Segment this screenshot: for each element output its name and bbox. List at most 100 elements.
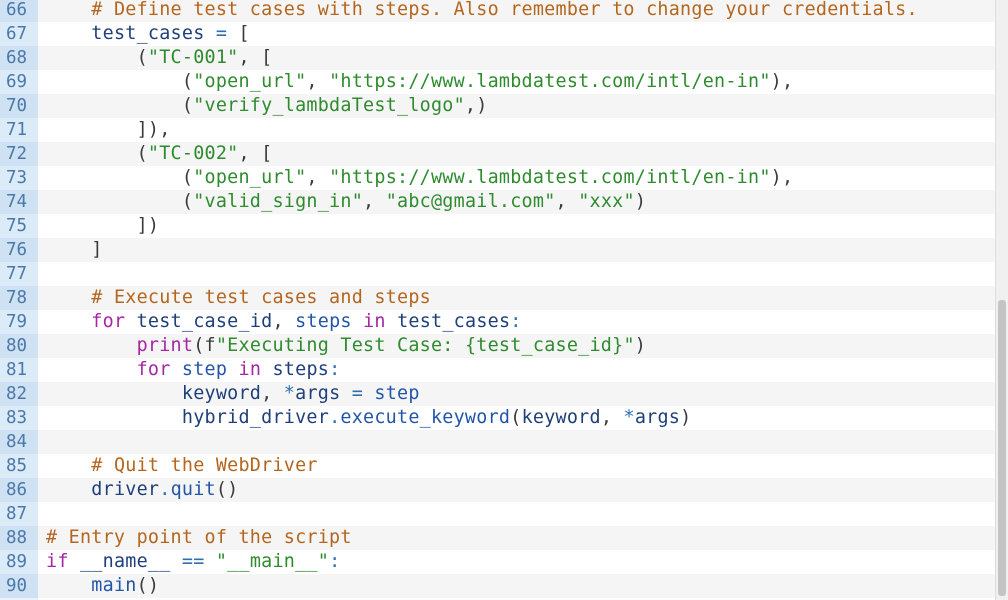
line-code[interactable]: # Execute test cases and steps — [38, 286, 996, 310]
code-line[interactable]: 85 # Quit the WebDriver — [0, 454, 996, 478]
code-token — [261, 359, 272, 380]
code-token — [46, 311, 91, 332]
code-token: "TC-001" — [147, 47, 239, 68]
line-number: 71 — [0, 118, 38, 142]
code-token: ), — [770, 71, 794, 92]
line-code[interactable]: test_cases = [ — [38, 22, 996, 46]
line-code[interactable] — [38, 430, 996, 454]
line-code[interactable]: if __name__ == "__main__": — [38, 550, 996, 574]
code-line[interactable]: 71 ]), — [0, 118, 996, 142]
code-token: f — [204, 335, 216, 356]
code-token: # Entry point of the script — [46, 527, 352, 548]
code-token: test_case_id — [136, 311, 273, 332]
line-code[interactable]: # Quit the WebDriver — [38, 454, 996, 478]
code-line[interactable]: 72 ("TC-002", [ — [0, 142, 996, 166]
line-code[interactable]: main() — [38, 574, 996, 598]
code-token: . — [329, 407, 341, 428]
line-number: 70 — [0, 94, 38, 118]
code-token: . — [159, 479, 171, 500]
code-line[interactable]: 77 — [0, 262, 996, 286]
code-line[interactable]: 75 ]) — [0, 214, 996, 238]
line-number: 76 — [0, 238, 38, 262]
code-token: # Execute test cases and steps — [91, 287, 431, 308]
code-token: "open_url" — [193, 167, 307, 188]
line-code[interactable]: # Entry point of the script — [38, 526, 996, 550]
code-token: ) — [634, 191, 647, 212]
line-code[interactable]: print(f"Executing Test Case: {test_case_… — [38, 334, 996, 358]
code-token: __name__ — [79, 551, 171, 572]
code-token: ]), — [46, 119, 171, 140]
line-number: 72 — [0, 142, 38, 166]
code-line[interactable]: 83 hybrid_driver.execute_keyword(keyword… — [0, 406, 996, 430]
code-token: * — [623, 407, 635, 428]
line-code[interactable]: ("valid_sign_in", "abc@gmail.com", "xxx"… — [38, 190, 996, 214]
code-line[interactable]: 74 ("valid_sign_in", "abc@gmail.com", "x… — [0, 190, 996, 214]
line-code[interactable]: ("verify_lambdaTest_logo",) — [38, 94, 996, 118]
code-token: ) — [634, 335, 647, 356]
code-token: ) — [680, 407, 692, 428]
code-token — [227, 359, 238, 380]
code-token: driver — [91, 479, 160, 500]
code-token: , [ — [238, 47, 273, 68]
line-code[interactable]: ("open_url", "https://www.lambdatest.com… — [38, 166, 996, 190]
line-code[interactable]: ("TC-001", [ — [38, 46, 996, 70]
code-token: , [ — [238, 143, 273, 164]
code-token: () — [136, 575, 160, 596]
code-line[interactable]: 70 ("verify_lambdaTest_logo",) — [0, 94, 996, 118]
line-number: 77 — [0, 262, 38, 286]
line-code[interactable]: # Define test cases with steps. Also rem… — [38, 0, 996, 22]
line-code[interactable]: keyword, *args = step — [38, 382, 996, 406]
line-number: 85 — [0, 454, 38, 478]
code-token — [125, 311, 136, 332]
code-line[interactable]: 88# Entry point of the script — [0, 526, 996, 550]
line-code[interactable]: driver.quit() — [38, 478, 996, 502]
code-line[interactable]: 79 for test_case_id, steps in test_cases… — [0, 310, 996, 334]
code-token: args — [634, 407, 681, 428]
code-token: ,) — [464, 95, 488, 116]
line-code[interactable]: ]) — [38, 214, 996, 238]
code-token: steps — [295, 311, 352, 332]
line-number: 83 — [0, 406, 38, 430]
code-line[interactable]: 78 # Execute test cases and steps — [0, 286, 996, 310]
code-line[interactable]: 66 # Define test cases with steps. Also … — [0, 0, 996, 22]
code-line[interactable]: 86 driver.quit() — [0, 478, 996, 502]
line-code[interactable]: hybrid_driver.execute_keyword(keyword, *… — [38, 406, 996, 430]
code-token: args — [295, 383, 341, 404]
code-token — [46, 575, 91, 596]
code-token: "https://www.lambdatest.com/intl/en-in" — [329, 167, 771, 188]
code-token: , — [306, 71, 330, 92]
code-token: hybrid_driver — [181, 407, 330, 428]
code-line[interactable]: 76 ] — [0, 238, 996, 262]
code-token: == — [170, 551, 216, 572]
code-line[interactable]: 87 — [0, 502, 996, 526]
code-token: # Quit the WebDriver — [91, 455, 318, 476]
code-line[interactable]: 82 keyword, *args = step — [0, 382, 996, 406]
code-token: ( — [510, 407, 522, 428]
line-code[interactable] — [38, 502, 996, 526]
code-line[interactable]: 84 — [0, 430, 996, 454]
line-code[interactable] — [38, 262, 996, 286]
code-token — [69, 551, 80, 572]
code-line[interactable]: 73 ("open_url", "https://www.lambdatest.… — [0, 166, 996, 190]
line-code[interactable]: ]), — [38, 118, 996, 142]
code-line[interactable]: 81 for step in steps: — [0, 358, 996, 382]
code-token: "valid_sign_in" — [193, 191, 364, 212]
line-code[interactable]: ("open_url", "https://www.lambdatest.com… — [38, 70, 996, 94]
vertical-scrollbar[interactable] — [995, 0, 1008, 600]
scrollbar-thumb[interactable] — [998, 300, 1006, 596]
code-line[interactable]: 90 main() — [0, 574, 996, 598]
line-number: 69 — [0, 70, 38, 94]
line-code[interactable]: for step in steps: — [38, 358, 996, 382]
line-code[interactable]: for test_case_id, steps in test_cases: — [38, 310, 996, 334]
code-line[interactable]: 68 ("TC-001", [ — [0, 46, 996, 70]
code-token: print — [136, 335, 194, 356]
line-code[interactable]: ("TC-002", [ — [38, 142, 996, 166]
code-line[interactable]: 67 test_cases = [ — [0, 22, 996, 46]
code-line[interactable]: 69 ("open_url", "https://www.lambdatest.… — [0, 70, 996, 94]
code-token: "verify_lambdaTest_logo" — [193, 95, 465, 116]
code-line[interactable]: 80 print(f"Executing Test Case: {test_ca… — [0, 334, 996, 358]
line-code[interactable]: ] — [38, 238, 996, 262]
